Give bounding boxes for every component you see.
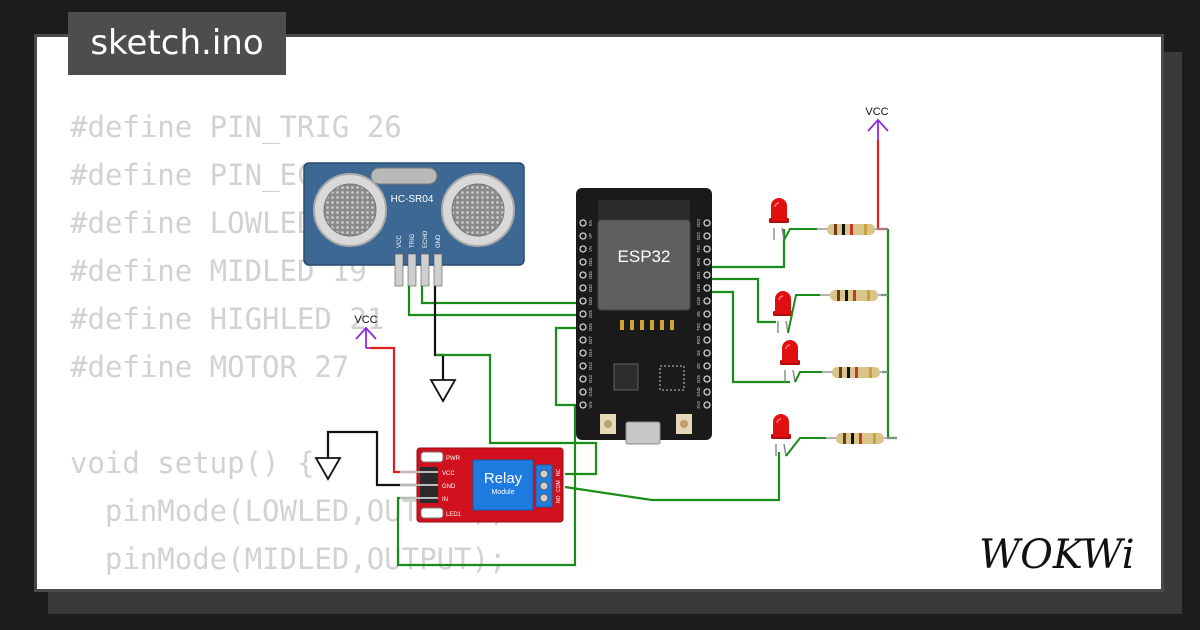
wire-led3 <box>707 290 790 384</box>
esp32-pin-label: D27 <box>588 335 593 343</box>
led[interactable] <box>769 198 789 241</box>
logo-text: WOKWi <box>979 532 1135 578</box>
wire-relay-com <box>436 353 598 476</box>
esp32-pin-label: D15 <box>696 374 701 382</box>
led[interactable] <box>771 414 791 457</box>
sensor-pin-label: ECHO <box>423 230 429 248</box>
wire-echo <box>407 285 583 317</box>
esp32-pin-label: TX2 <box>696 322 701 330</box>
vcc-label: VCC <box>865 106 888 118</box>
esp32-pin-label: 3V3 <box>696 401 701 409</box>
wokwi-logo: WOKWi <box>979 532 1135 578</box>
esp32-pin-label: D21 <box>696 270 701 278</box>
esp32-pin-label: D19 <box>696 283 701 291</box>
esp32-pin-label: D35 <box>588 270 593 278</box>
resistor[interactable] <box>826 433 897 444</box>
esp32-pin-label: VP <box>588 233 593 239</box>
antenna-icon <box>598 200 690 220</box>
wire-resistor-rail <box>886 229 897 440</box>
esp32-pin-label: D4 <box>696 350 701 356</box>
esp32-pin-label: EN <box>588 220 593 226</box>
relay-terminal-label: NO <box>556 495 562 503</box>
sensor-pin-label: VCC <box>397 235 403 248</box>
esp32-pin-label: VN <box>588 246 593 252</box>
esp32-pin-label: D34 <box>588 257 593 265</box>
led[interactable] <box>780 340 800 383</box>
wire-relay-gnd <box>326 430 420 487</box>
sensor-pin-label: TRIG <box>410 233 416 248</box>
relay-coil <box>472 459 534 511</box>
wire-relay-in <box>396 326 583 567</box>
relay-sublabel: Module <box>492 489 515 496</box>
resistor[interactable] <box>817 224 888 235</box>
esp32-pin-label: D18 <box>696 296 701 304</box>
led[interactable] <box>773 291 793 334</box>
sensor-pin-label: GND <box>436 234 442 248</box>
esp32-pin-label: D14 <box>588 348 593 356</box>
wire-sensor-gnd <box>433 285 445 380</box>
pin-header <box>579 219 711 409</box>
ground-symbol[interactable] <box>429 379 457 403</box>
led-indicator <box>420 451 444 463</box>
code-line: void setup() { <box>70 446 315 480</box>
esp32-pin-label: D32 <box>588 283 593 291</box>
esp32-pin-label: D23 <box>696 218 701 226</box>
esp32-pin-label: RX2 <box>696 335 701 344</box>
esp32-module <box>597 219 691 311</box>
esp32-pin-label: D12 <box>588 361 593 369</box>
esp32-pin-label: TX0 <box>696 244 701 252</box>
relay-led-label: LED1 <box>446 512 462 518</box>
wire-vcc-right <box>876 140 888 231</box>
esp32-pin-label: GND <box>588 387 593 396</box>
relay-pin-label: VCC <box>442 471 455 477</box>
vcc-label: VCC <box>354 314 377 326</box>
esp32-pin-label: D2 <box>696 363 701 369</box>
led-indicator <box>420 507 444 519</box>
chip-icon <box>659 365 685 391</box>
esp32-pin-label: D33 <box>588 296 593 304</box>
code-line: #define HIGHLED 21 <box>70 302 385 336</box>
esp32-pin-label: D22 <box>696 231 701 239</box>
crystal-icon <box>370 167 438 185</box>
resistor[interactable] <box>820 290 888 301</box>
relay-terminal-label: NC <box>556 468 562 476</box>
relay-pin-label: IN <box>442 497 448 503</box>
usb-port-icon <box>625 421 661 445</box>
vcc-symbol[interactable]: VCC <box>354 314 378 349</box>
relay-led-label: PWR <box>446 456 461 462</box>
esp32-board[interactable]: ESP32 ENVPVND34D35D32D33D25D26D27D14D12D… <box>576 188 712 445</box>
code-line: #define MOTOR 27 <box>70 350 350 384</box>
sensor-label: HC-SR04 <box>391 194 434 205</box>
esp32-pin-label: GND <box>696 387 701 396</box>
esp32-pin-label: VIN <box>588 402 593 409</box>
code-line: pinMode(MIDLED,OUTPUT); <box>70 542 507 576</box>
esp32-pin-label: D25 <box>588 309 593 317</box>
code-line: #define PIN_TRIG 26 <box>70 110 402 144</box>
relay-module[interactable]: PWR LED1 VCC GND IN Relay Module NO COM … <box>400 447 564 523</box>
relay-label: Relay <box>484 470 523 487</box>
ultrasonic-sensor[interactable]: HC-SR04 VCC TRIG ECHO GND <box>303 162 525 287</box>
resistor[interactable] <box>822 367 888 378</box>
regulator-icon <box>613 363 639 391</box>
esp32-pin-label: RX0 <box>696 257 701 266</box>
file-tab[interactable]: sketch.ino <box>68 12 286 75</box>
esp32-pin-label: D5 <box>696 311 701 317</box>
relay-pin-label: GND <box>442 484 456 490</box>
relay-terminal-label: COM <box>556 480 562 492</box>
code-line: #define MIDLED 19 <box>70 254 367 288</box>
ground-symbol[interactable] <box>314 457 342 481</box>
vcc-symbol[interactable]: VCC <box>865 106 889 140</box>
esp32-pin-label: D26 <box>588 322 593 330</box>
esp32-pin-label: D13 <box>588 374 593 382</box>
wire-led2 <box>707 277 776 324</box>
wire-led1 <box>707 229 786 269</box>
esp32-label: ESP32 <box>618 247 671 266</box>
wire-trig <box>420 285 583 305</box>
wire-relay-no-led4 <box>564 452 781 502</box>
